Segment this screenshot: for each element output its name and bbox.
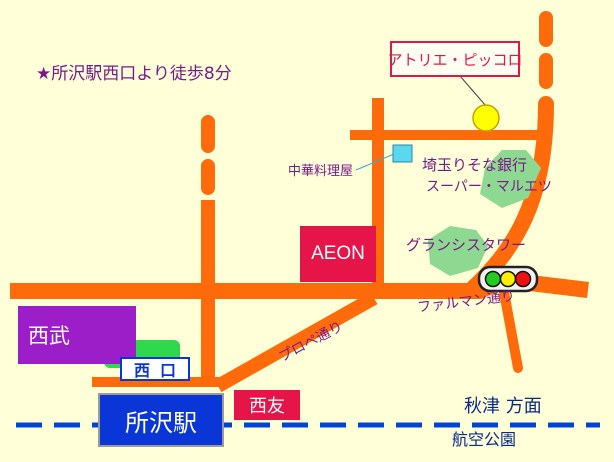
aeon-label: AEON <box>311 243 365 264</box>
seibu-box: 西武 <box>18 306 136 364</box>
tower-label: グランシスタワー <box>406 236 527 254</box>
supermarket-label: スーパー・マルエツ <box>426 179 552 195</box>
seiyu-box: 西友 <box>234 390 300 420</box>
seibu-label: 西武 <box>28 324 70 348</box>
tower-area-shape <box>428 226 488 276</box>
traffic-light-icon <box>477 265 539 293</box>
bank-area-shape <box>480 150 541 208</box>
atelier-leader-line <box>459 75 487 107</box>
atelier-label: アトリエ・ピッコロ <box>387 50 523 69</box>
bank-label: 埼玉りそな銀行 <box>422 156 528 174</box>
station-box: 所沢駅 <box>98 393 224 447</box>
akitsu-direction-label: 秋津 方面 <box>464 396 542 417</box>
aeon-box: AEON <box>300 226 376 282</box>
west-exit-box: 西口 <box>120 357 190 381</box>
west-exit-label: 西口 <box>133 361 186 380</box>
road-southeast <box>499 287 523 373</box>
atelier-label-box: アトリエ・ピッコロ <box>387 41 523 77</box>
road-prope-diagonal <box>214 291 378 393</box>
koku-park-label: 航空公園 <box>452 430 517 449</box>
atelier-marker <box>472 104 500 132</box>
restaurant-label: 中華料理屋 <box>288 164 354 179</box>
directions-text: ★所沢駅西口より徒歩8分 <box>36 64 232 84</box>
seiyu-label: 西友 <box>249 396 285 417</box>
restaurant-marker <box>392 144 413 163</box>
restaurant-leader-line <box>355 153 395 171</box>
station-label: 所沢駅 <box>125 408 197 437</box>
